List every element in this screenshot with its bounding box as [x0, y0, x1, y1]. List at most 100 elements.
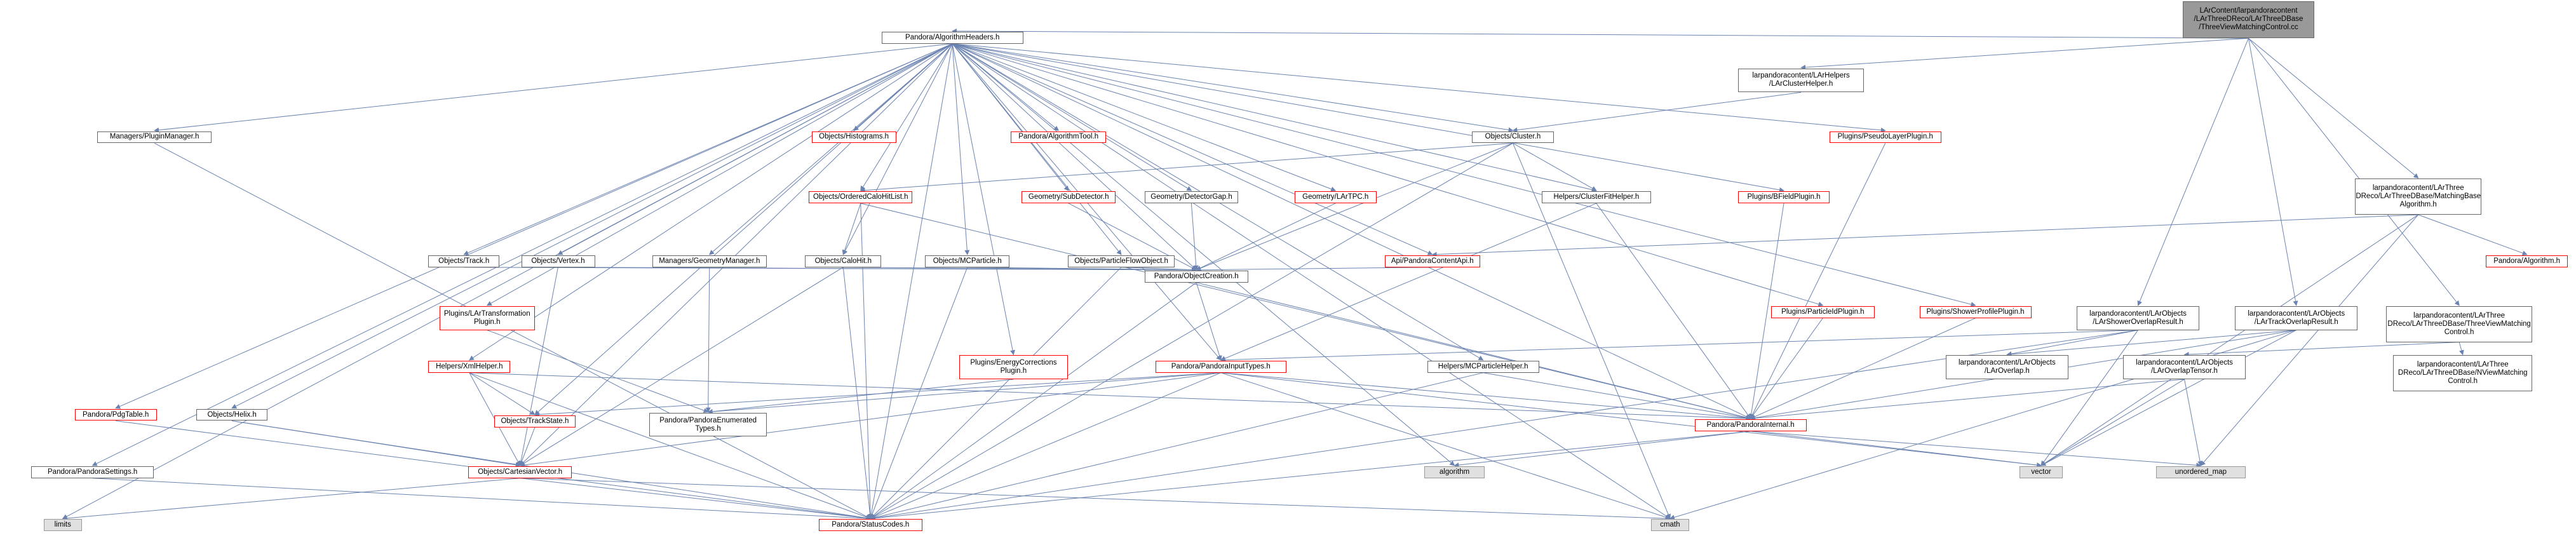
node-label: Pandora/AlgorithmTool.h	[1018, 133, 1099, 141]
edge-clusterfithelper-to-inputtypes	[1220, 203, 1597, 361]
node-label: Objects/Vertex.h	[531, 257, 585, 265]
node-cartesianvector[interactable]: Objects/CartesianVector.h	[468, 466, 572, 478]
node-pandorasettings[interactable]: Pandora/PandoraSettings.h	[31, 466, 154, 478]
node-label: larpandoracontent/LArObjects	[1958, 359, 2056, 367]
node-overlaptensor[interactable]: larpandoracontent/LArObjects/LArOverlapT…	[2122, 355, 2246, 380]
edge-xmlhelper-to-trackstate	[469, 372, 536, 415]
node-vertex[interactable]: Objects/Vertex.h	[521, 255, 595, 267]
node-root[interactable]: LArContent/larpandoracontent/LArThreeDRe…	[2183, 1, 2314, 39]
node-calohit[interactable]: Objects/CaloHit.h	[805, 255, 882, 267]
node-label: Control.h	[2448, 377, 2478, 386]
node-clusterhelper[interactable]: larpandoracontent/LArHelpers/LArClusterH…	[1738, 68, 1864, 93]
edge-cluster-to-orderedcalohitlist	[860, 142, 1513, 193]
node-algorithm[interactable]: algorithm	[1424, 466, 1485, 478]
edge-pfo-to-statuscodes	[870, 267, 1122, 520]
node-label: Geometry/DetectorGap.h	[1150, 193, 1232, 201]
node-label: Objects/Helix.h	[207, 410, 257, 419]
node-trackstate[interactable]: Objects/TrackState.h	[494, 415, 576, 427]
edge-algheaders-to-mcparticle	[952, 43, 970, 255]
edge-calohit-to-cartesianvector	[519, 267, 844, 466]
edge-objectcreation-to-inputtypes	[1196, 282, 1222, 361]
edge-cluster-to-objectcreation	[1196, 142, 1513, 271]
node-pseudolayer[interactable]: Plugins/PseudoLayerPlugin.h	[1829, 131, 1941, 144]
edge-algheaders-to-algorithm	[952, 43, 1455, 466]
node-lartpc[interactable]: Geometry/LArTPC.h	[1294, 191, 1377, 203]
edge-algheaders-to-objectcreation	[952, 43, 1197, 271]
edge-root-to-clusterhelper	[1800, 37, 2249, 71]
edge-algheaders-to-bfield	[952, 43, 1784, 192]
node-track[interactable]: Objects/Track.h	[428, 255, 500, 267]
node-label: larpandoracontent/LArThree	[2372, 184, 2464, 192]
edge-mcparticle-to-objectcreation	[967, 267, 1197, 273]
node-cluster[interactable]: Objects/Cluster.h	[1472, 131, 1554, 144]
node-pandoraalgorithm[interactable]: Pandora/Algorithm.h	[2486, 255, 2568, 267]
node-label: DReco/LArThreeDBase/NViewMatching	[2397, 369, 2528, 377]
node-label: Plugins/EnergyCorrections	[970, 359, 1057, 367]
edge-root-to-trackoverlap	[2248, 38, 2298, 306]
node-trackoverlap[interactable]: larpandoracontent/LArObjects/LArTrackOve…	[2235, 306, 2358, 330]
node-label: Plugin.h	[1000, 367, 1027, 375]
node-pandorainternal[interactable]: Pandora/PandoraInternal.h	[1694, 419, 1807, 431]
node-mcparticlehelper[interactable]: Helpers/MCParticleHelper.h	[1427, 360, 1539, 373]
node-label: Pandora/AlgorithmHeaders.h	[905, 33, 1000, 41]
node-bfield[interactable]: Plugins/BFieldPlugin.h	[1738, 191, 1830, 203]
edge-algheaders-to-cluster	[952, 43, 1514, 133]
node-pdgtable[interactable]: Pandora/PdgTable.h	[74, 408, 157, 421]
node-pandoracontentapi[interactable]: Api/PandoraContentApi.h	[1384, 255, 1480, 267]
node-pfo[interactable]: Objects/ParticleFlowObject.h	[1068, 255, 1175, 267]
node-label: LArContent/larpandoracontent	[2199, 7, 2298, 15]
node-mcparticle[interactable]: Objects/MCParticle.h	[925, 255, 1010, 267]
edge-calohit-to-statuscodes	[842, 267, 873, 520]
edge-trackoverlap-to-laroverlap	[2006, 330, 2296, 357]
node-label: Plugins/ParticleIdPlugin.h	[1781, 307, 1865, 316]
node-objectcreation[interactable]: Pandora/ObjectCreation.h	[1144, 270, 1248, 283]
edge-subdetector-to-objectcreation	[1068, 203, 1197, 271]
node-clusterfithelper[interactable]: Helpers/ClusterFitHelper.h	[1542, 191, 1651, 203]
node-label: Pandora/PandoraInternal.h	[1706, 421, 1795, 429]
edge-vertex-to-cartesianvector	[518, 267, 558, 466]
edge-showeroverlap-to-statuscodes	[870, 330, 2138, 521]
node-label: Api/PandoraContentApi.h	[1391, 257, 1474, 265]
node-label: /LArOverlapTensor.h	[2151, 367, 2218, 375]
node-label: Pandora/StatusCodes.h	[832, 521, 910, 529]
node-vector[interactable]: vector	[2019, 466, 2063, 478]
node-limits[interactable]: limits	[43, 519, 82, 532]
node-label: /LArTrackOverlapResult.h	[2254, 318, 2338, 326]
node-detectorgap[interactable]: Geometry/DetectorGap.h	[1144, 191, 1239, 203]
node-algtool[interactable]: Pandora/AlgorithmTool.h	[1011, 131, 1107, 144]
node-label: DReco/LArThreeDBase/ThreeViewMatching	[2387, 320, 2531, 328]
node-label: /LArThreeDReco/LArThreeDBase	[2194, 15, 2303, 24]
node-helix[interactable]: Objects/Helix.h	[196, 408, 267, 421]
node-inputtypes[interactable]: Pandora/PandoraInputTypes.h	[1155, 360, 1286, 373]
node-laroverlap[interactable]: larpandoracontent/LArObjects/LArOverlap.…	[1945, 355, 2068, 380]
node-showerprofile[interactable]: Plugins/ShowerProfilePlugin.h	[1919, 306, 2032, 318]
node-subdetector[interactable]: Geometry/SubDetector.h	[1022, 191, 1116, 203]
edge-geometrymanager-to-enumeratedtypes	[705, 267, 711, 413]
node-pluginmanager[interactable]: Managers/PluginManager.h	[97, 131, 212, 144]
node-unorderedmap[interactable]: unordered_map	[2155, 466, 2246, 478]
edge-pandorainternal-to-vector	[1750, 431, 2042, 468]
node-xmlhelper[interactable]: Helpers/XmlHelper.h	[428, 360, 511, 373]
edge-algheaders-to-particleid	[952, 43, 1824, 307]
edge-energycorrections-to-enumeratedtypes	[707, 379, 1014, 414]
node-orderedcalohitlist[interactable]: Objects/OrderedCaloHitList.h	[809, 191, 913, 203]
edge-overlaptensor-to-pandorainternal	[1750, 379, 2185, 421]
node-geometrymanager[interactable]: Managers/GeometryManager.h	[652, 255, 767, 267]
node-showeroverlap[interactable]: larpandoracontent/LArObjects/LArShowerOv…	[2076, 306, 2200, 330]
edge-detectorgap-to-objectcreation	[1190, 203, 1199, 271]
node-label: Plugins/PseudoLayerPlugin.h	[1837, 133, 1933, 141]
node-particleid[interactable]: Plugins/ParticleIdPlugin.h	[1770, 306, 1875, 318]
node-cmath[interactable]: cmath	[1650, 519, 1689, 532]
node-label: Objects/OrderedCaloHitList.h	[813, 193, 908, 201]
node-algheaders[interactable]: Pandora/AlgorithmHeaders.h	[881, 31, 1023, 44]
node-statuscodes[interactable]: Pandora/StatusCodes.h	[818, 519, 922, 532]
edge-algheaders-to-pseudolayer	[952, 43, 1886, 133]
edge-xmlhelper-to-pandorainternal	[469, 372, 1751, 421]
node-histograms[interactable]: Objects/Histograms.h	[811, 131, 896, 144]
